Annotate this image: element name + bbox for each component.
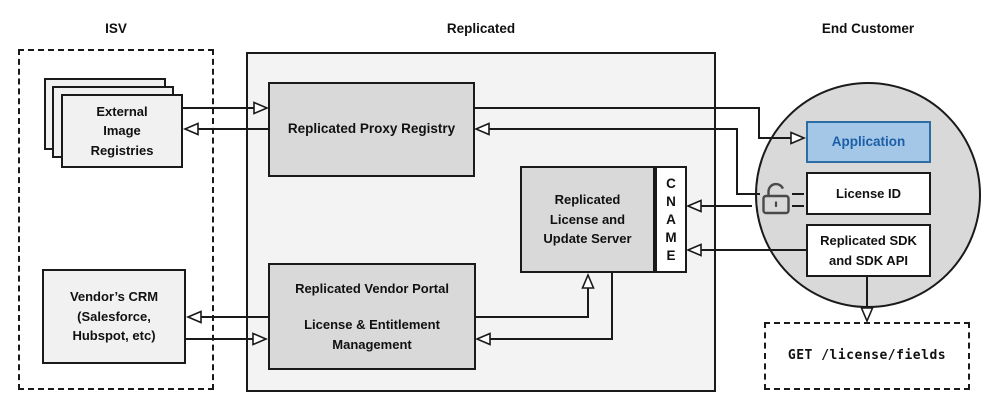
arrowhead-into-api-box xyxy=(860,307,874,324)
vendor-portal-title: Replicated Vendor Portal xyxy=(295,280,449,296)
isv-section-title: ISV xyxy=(105,21,127,36)
vendor-crm-label: Vendor’s CRM (Salesforce, Hubspot, etc) xyxy=(69,289,159,344)
vendor-portal-subtitle: License & Entitlement Management xyxy=(304,317,440,352)
replicated-sdk-box: Replicated SDK and SDK API xyxy=(806,224,931,277)
license-fields-api-label: GET /license/fields xyxy=(787,348,947,364)
external-image-registries-label: External Image Registries xyxy=(90,103,154,158)
license-id-box: License ID xyxy=(806,172,931,215)
application-label: Application xyxy=(831,133,906,149)
vendor-portal-box: Replicated Vendor Portal License & Entit… xyxy=(268,263,476,370)
isv-boundary-box xyxy=(18,49,214,390)
cname-label: CNAME xyxy=(665,175,677,263)
end-customer-section-title: End Customer xyxy=(821,21,915,36)
replicated-sdk-label: Replicated SDK and SDK API xyxy=(820,233,917,268)
license-update-server-box: Replicated License and Update Server xyxy=(520,166,655,273)
proxy-registry-box: Replicated Proxy Registry xyxy=(268,82,475,177)
external-image-registries-box: External Image Registries xyxy=(61,94,183,168)
cname-strip: CNAME xyxy=(655,166,687,273)
vendor-crm-box: Vendor’s CRM (Salesforce, Hubspot, etc) xyxy=(42,269,186,364)
proxy-registry-label: Replicated Proxy Registry xyxy=(287,121,456,137)
application-box: Application xyxy=(806,121,931,163)
vendor-portal-content: Replicated Vendor Portal License & Entit… xyxy=(295,279,449,355)
license-fields-api-box: GET /license/fields xyxy=(764,322,970,390)
replicated-section-title: Replicated xyxy=(446,21,516,36)
license-update-server-label: Replicated License and Update Server xyxy=(543,192,632,247)
license-id-label: License ID xyxy=(835,185,902,201)
